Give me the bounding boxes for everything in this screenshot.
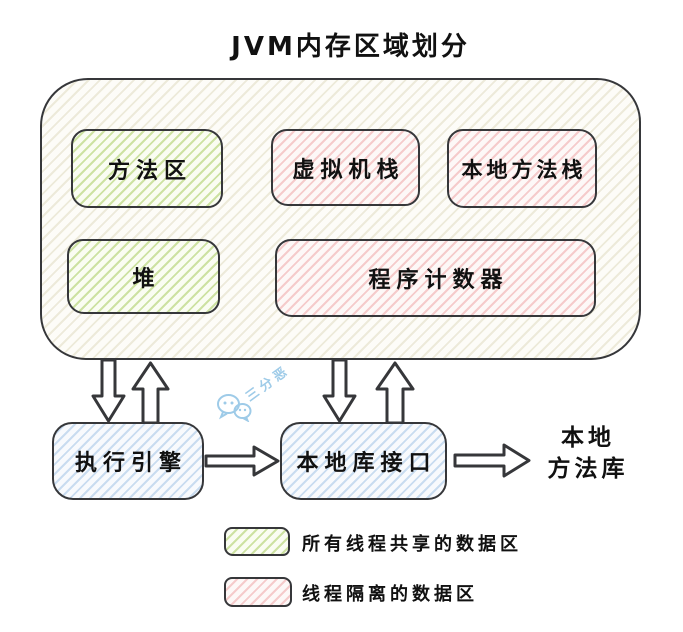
legend-label-shared: 所有线程共享的数据区 bbox=[302, 534, 522, 555]
legend-swatch-isolated bbox=[224, 577, 292, 607]
native-library-line1: 本地 bbox=[561, 425, 615, 451]
up-arrow-icon bbox=[130, 360, 171, 426]
wechat-icon bbox=[217, 394, 252, 422]
box-heap: 堆 bbox=[67, 239, 220, 314]
box-native-interface: 本地库接口 bbox=[280, 422, 447, 500]
up-arrow-icon bbox=[374, 360, 416, 426]
right-arrow-icon bbox=[453, 441, 532, 480]
right-arrow-icon bbox=[204, 443, 281, 479]
box-native-method-stack: 本地方法栈 bbox=[447, 129, 597, 208]
watermark: 三分恶 bbox=[216, 363, 306, 428]
down-arrow-icon bbox=[321, 358, 358, 424]
legend-label-isolated: 线程隔离的数据区 bbox=[302, 584, 478, 605]
runtime-data-area-container bbox=[40, 78, 641, 360]
native-library-line2: 方法库 bbox=[547, 456, 629, 483]
box-execution-engine: 执行引擎 bbox=[52, 422, 204, 500]
box-program-counter: 程序计数器 bbox=[275, 239, 596, 317]
box-method-area: 方法区 bbox=[71, 129, 223, 208]
watermark-text: 三分恶 bbox=[243, 362, 294, 405]
diagram-title: JVM内存区域划分 bbox=[231, 32, 470, 62]
down-arrow-icon bbox=[90, 358, 127, 424]
box-vm-stack: 虚拟机栈 bbox=[271, 129, 420, 206]
legend-swatch-shared bbox=[224, 527, 290, 556]
native-library-label: 本地 方法库 bbox=[527, 423, 649, 485]
